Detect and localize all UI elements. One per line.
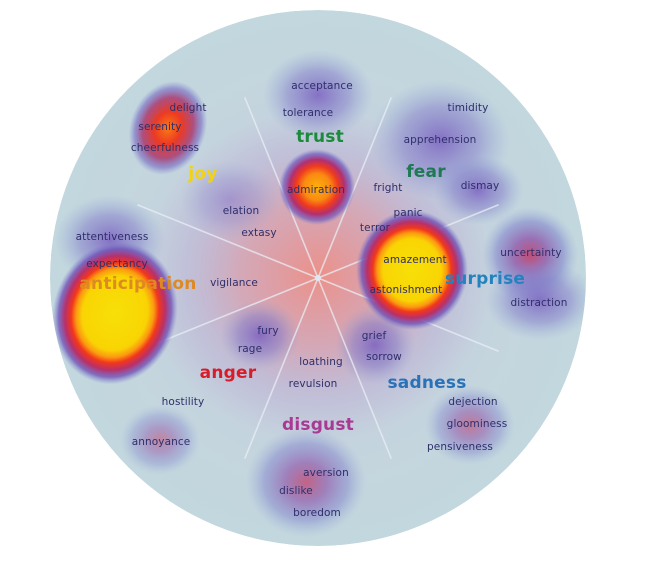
secondary-emotion-expectancy: expectancy bbox=[86, 258, 148, 270]
secondary-emotion-dislike: dislike bbox=[279, 485, 313, 497]
secondary-emotion-sorrow: sorrow bbox=[366, 351, 402, 363]
secondary-emotion-serenity: serenity bbox=[138, 121, 182, 133]
secondary-emotion-apprehension: apprehension bbox=[403, 134, 477, 146]
primary-emotion-trust: trust bbox=[296, 127, 344, 147]
primary-emotion-surprise: surprise bbox=[444, 269, 526, 289]
secondary-emotion-timidity: timidity bbox=[447, 102, 489, 114]
secondary-emotion-grief: grief bbox=[361, 330, 387, 342]
secondary-emotion-uncertainty: uncertainty bbox=[500, 247, 562, 259]
secondary-emotion-fright: fright bbox=[373, 182, 403, 194]
secondary-emotion-annoyance: annoyance bbox=[131, 436, 191, 448]
secondary-emotion-gloominess: gloominess bbox=[446, 418, 508, 430]
secondary-emotion-extasy: extasy bbox=[241, 227, 277, 239]
secondary-emotion-tolerance: tolerance bbox=[282, 107, 334, 119]
secondary-emotion-hostility: hostility bbox=[161, 396, 205, 408]
secondary-emotion-revulsion: revulsion bbox=[288, 378, 338, 390]
primary-emotion-sadness: sadness bbox=[387, 373, 467, 393]
primary-emotion-disgust: disgust bbox=[281, 415, 355, 435]
secondary-emotion-cheerfulness: cheerfulness bbox=[130, 142, 200, 154]
secondary-emotion-amazement: amazement bbox=[383, 254, 447, 266]
trust-hotspot bbox=[279, 149, 355, 225]
secondary-emotion-attentiveness: attentiveness bbox=[75, 231, 149, 243]
secondary-emotion-admiration: admiration bbox=[286, 184, 346, 196]
secondary-emotion-astonishment: astonishment bbox=[369, 284, 443, 296]
surprise-hotspot bbox=[356, 210, 468, 330]
secondary-emotion-dejection: dejection bbox=[448, 396, 498, 408]
secondary-emotion-aversion: aversion bbox=[303, 467, 349, 479]
secondary-emotion-terror: terror bbox=[359, 222, 391, 234]
secondary-emotion-elation: elation bbox=[222, 205, 260, 217]
secondary-emotion-rage: rage bbox=[237, 343, 263, 355]
primary-emotion-fear: fear bbox=[406, 162, 446, 182]
secondary-emotion-vigilance: vigilance bbox=[210, 277, 258, 289]
primary-emotion-anticipation: anticipation bbox=[79, 274, 197, 294]
primary-emotion-joy: joy bbox=[188, 164, 218, 184]
joy-hotspot bbox=[128, 81, 208, 175]
anticipation-hotspot bbox=[52, 241, 178, 385]
secondary-emotion-boredom: boredom bbox=[293, 507, 341, 519]
primary-emotion-anger: anger bbox=[199, 363, 257, 383]
secondary-emotion-acceptance: acceptance bbox=[291, 80, 353, 92]
secondary-emotion-fury: fury bbox=[257, 325, 279, 337]
secondary-emotion-delight: delight bbox=[169, 102, 207, 114]
secondary-emotion-panic: panic bbox=[393, 207, 423, 219]
secondary-emotion-dismay: dismay bbox=[460, 180, 500, 192]
secondary-emotion-loathing: loathing bbox=[299, 356, 343, 368]
secondary-emotion-pensiveness: pensiveness bbox=[427, 441, 493, 453]
wheel-center-dot bbox=[315, 275, 321, 281]
secondary-emotion-distraction: distraction bbox=[510, 297, 568, 309]
